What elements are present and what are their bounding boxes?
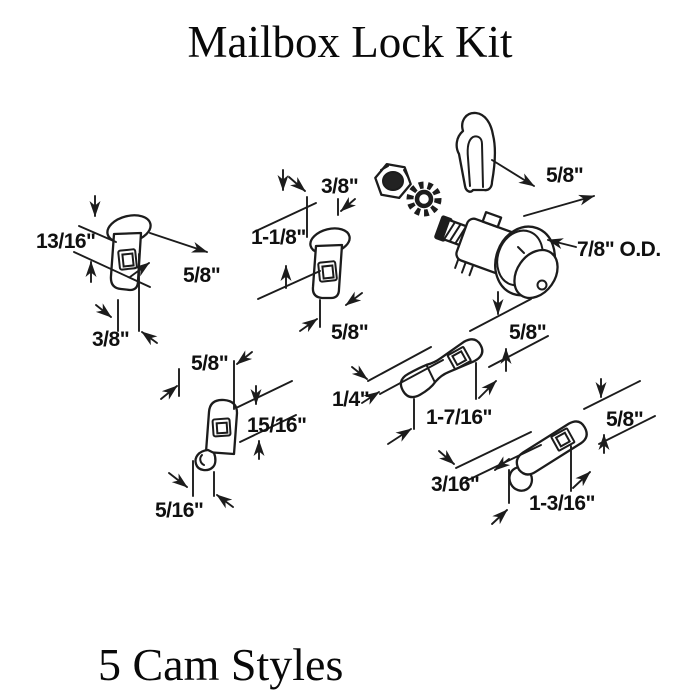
lock-cylinder-part: [434, 210, 559, 300]
dim-cam5-length-label: 1-3/16": [529, 492, 595, 515]
star-washer-part: [406, 181, 442, 217]
dim-cam3-height-label: 15/16": [247, 414, 307, 437]
cam5-part: [508, 420, 588, 492]
cam2-part: [309, 227, 351, 300]
key-hole: [536, 279, 548, 291]
dim-cam4-width-lines: [469, 291, 549, 372]
dim-cam5-width-label: 5/8": [606, 408, 643, 431]
dim-clip-width-lines: [491, 159, 595, 217]
dim-cam4-length-label: 1-7/16": [426, 406, 492, 429]
hex-nut-part: [374, 162, 412, 200]
dim-cam4-width-label: 5/8": [509, 321, 546, 344]
diagram-title: Mailbox Lock Kit: [187, 17, 513, 67]
cam4-part: [399, 338, 484, 399]
dim-cam1-height-lines: [73, 195, 151, 288]
dim-cam4-thickness-lines: [351, 346, 444, 405]
dim-cam1-height-label: 13/16": [36, 230, 96, 253]
cam-styles-caption: 5 Cam Styles: [98, 639, 344, 690]
dim-cam5-length-lines: [491, 445, 591, 525]
dim-cam5-thickness-label: 3/16": [431, 473, 479, 496]
dim-cam4-thickness-label: 1/4": [332, 388, 369, 411]
dim-cam2-width-label: 5/8": [331, 321, 368, 344]
dim-lock-od-lines: [547, 238, 577, 249]
dim-cam1-width-label: 5/8": [183, 264, 220, 287]
dim-cam3-height-lines: [235, 380, 297, 460]
dim-cam2-width-lines: [299, 291, 363, 333]
dim-cam2-tab-label: 3/8": [321, 175, 358, 198]
dim-cam3-hook-lines: [168, 460, 234, 509]
dim-cam2-height-label: 1-1/8": [251, 226, 306, 249]
dim-cam4-length-lines: [387, 362, 497, 445]
dim-cam2-height-lines: [255, 202, 321, 300]
cam3-part: [194, 398, 239, 472]
dim-cam2-tab-lines: [277, 169, 356, 238]
dim-cam5-thickness-lines: [438, 431, 542, 482]
cam1-part: [106, 214, 152, 292]
dim-cam1-offset-label: 3/8": [92, 328, 129, 351]
dim-clip-width-label: 5/8": [546, 164, 583, 187]
dim-cam1-offset-lines: [95, 253, 158, 346]
dim-cam3-width-label: 5/8": [191, 352, 228, 375]
dim-cam5-width-lines: [583, 378, 656, 454]
dim-cam3-hook-label: 5/16": [155, 499, 203, 522]
dim-cam3-width-lines: [160, 350, 253, 410]
dim-lock-od-label: 7/8" O.D.: [577, 238, 661, 261]
retaining-clip-part: [455, 111, 496, 193]
